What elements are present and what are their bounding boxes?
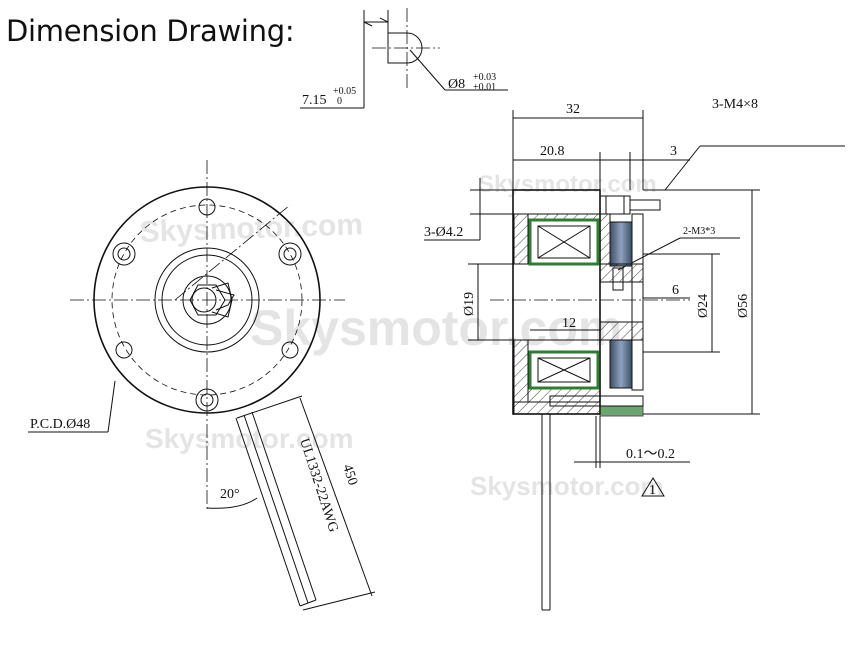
pcd-label: P.C.D.Ø48 — [30, 417, 90, 432]
shaft-flat-section — [387, 32, 423, 64]
housing-outline — [93, 186, 321, 414]
watermark-4: Skysmotor.com — [478, 171, 657, 198]
tapped-hole — [112, 242, 136, 266]
pcd-circle — [111, 204, 303, 396]
hub-offset: 6 — [672, 283, 679, 298]
armature-top — [609, 221, 633, 267]
mount-holes — [112, 198, 302, 412]
armature-bottom — [609, 339, 633, 389]
tapped-hole — [195, 388, 219, 412]
note-triangle — [641, 477, 665, 497]
hex-nut — [189, 284, 226, 316]
overall-width: 32 — [566, 102, 580, 117]
coil-bottom — [528, 350, 600, 390]
set-screws-label: 2-M3*3 — [683, 226, 715, 237]
watermark-1: Skysmotor.com — [139, 208, 363, 249]
watermark-5: Skysmotor.com — [470, 471, 664, 501]
hub-width: 12 — [562, 316, 576, 331]
gap-label: 0.1～0.2 — [626, 447, 675, 462]
angle-label: 20° — [220, 487, 240, 502]
watermark-2: Skysmotor.com — [250, 300, 622, 356]
screw-head — [599, 195, 631, 215]
shaft-tol-upper: +0.03 — [473, 72, 496, 83]
tapped-holes-label: 3-M4×8 — [712, 97, 758, 112]
bore-label: Ø19 — [462, 292, 477, 316]
coil-top — [528, 218, 600, 266]
watermark-3: Skysmotor.com — [145, 423, 354, 454]
offset-dim: 3 — [670, 144, 677, 159]
shaft-tol-lower: +0.01 — [473, 82, 496, 93]
outer-diameter: Ø56 — [736, 294, 751, 318]
flat-tol-lower: 0 — [337, 96, 342, 107]
through-holes-label: 3-Ø4.2 — [424, 225, 463, 240]
set-screw — [612, 267, 624, 291]
shaft-detail: 7.15 +0.05 0 Ø8 +0.03 +0.01 — [300, 8, 508, 109]
screw-shank — [629, 199, 661, 211]
mount-hole — [281, 341, 299, 359]
section-view: 32 20.8 3 3-M4×8 3-Ø4.2 Ø19 Ø56 — [424, 97, 845, 611]
inner-width: 20.8 — [540, 144, 565, 159]
note-marker: 1 — [649, 483, 656, 498]
angle-arc — [206, 497, 258, 509]
flat-tol-upper: +0.05 — [333, 86, 356, 97]
hub-diameter: Ø24 — [696, 294, 711, 318]
watermarks: Skysmotor.com Skysmotor.com Skysmotor.co… — [139, 171, 664, 501]
friction-plate — [549, 395, 644, 407]
flat-dimension: 7.15 — [302, 93, 327, 108]
cable-length: 450 — [339, 463, 360, 488]
page-title: Dimension Drawing: — [6, 14, 295, 48]
shaft-dimension: Ø8 — [448, 77, 465, 92]
mount-hole — [115, 341, 133, 359]
tapped-hole — [278, 242, 302, 266]
mount-hole — [198, 198, 216, 216]
